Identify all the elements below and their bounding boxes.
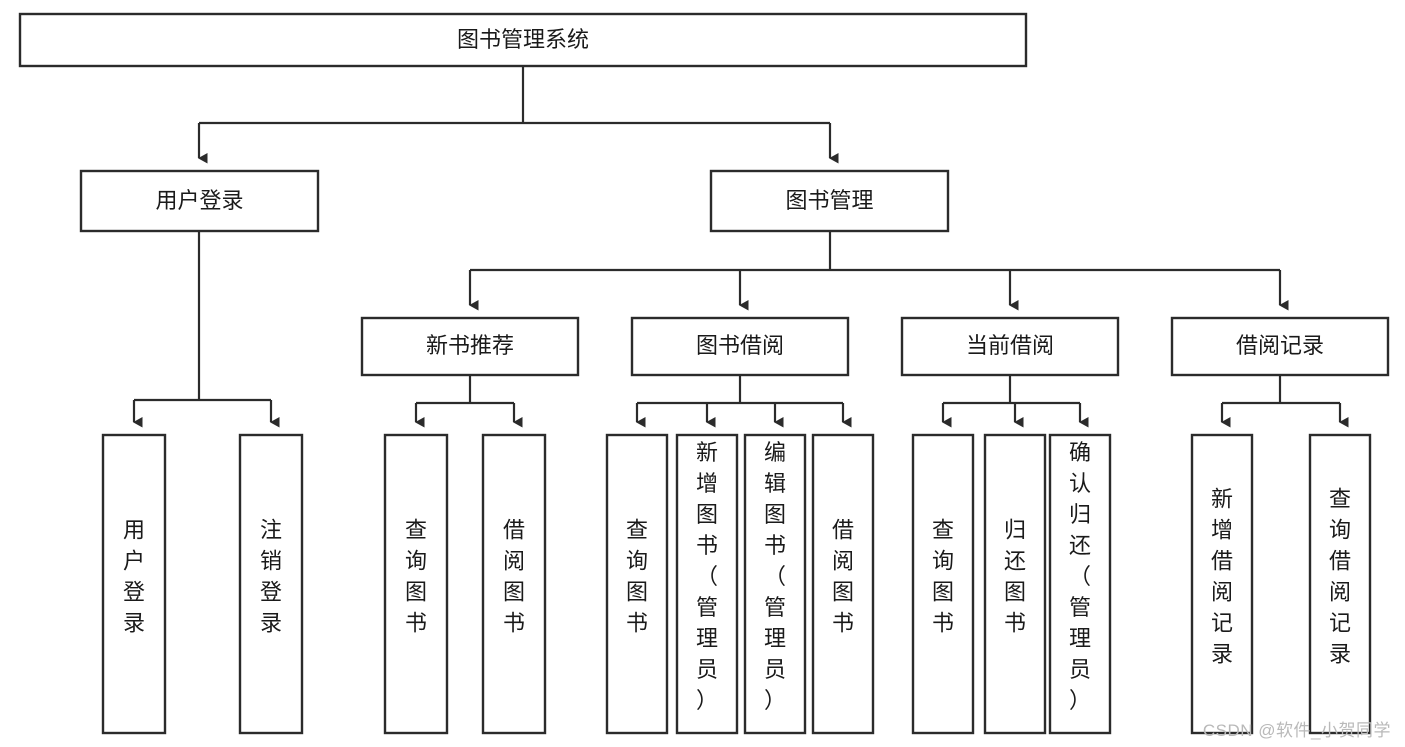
connector-group-user-login <box>132 231 280 428</box>
leaf-query-book-3-label: 查询图书 <box>932 518 954 636</box>
leaf-edit-book-admin-label: 编辑图书（管理员） <box>764 440 786 713</box>
connector-group-borrow-record <box>1220 375 1349 428</box>
node-book-borrow[interactable]: 图书借阅 <box>630 316 850 377</box>
node-user-login-label: 用户登录 <box>155 188 243 213</box>
leaf-edit-book-admin-box[interactable] <box>743 433 807 735</box>
leaf-edit-book-admin[interactable]: 编辑图书（管理员） <box>743 433 807 735</box>
leaf-query-borrow-record-label: 查询借阅记录 <box>1329 487 1351 667</box>
leaf-query-book-2-label: 查询图书 <box>626 518 648 636</box>
leaf-add-borrow-record-box[interactable] <box>1190 433 1254 735</box>
node-user-login[interactable]: 用户登录 <box>79 169 320 233</box>
leaf-add-book-admin-label: 新增图书（管理员） <box>696 440 718 713</box>
leaf-user-logout[interactable]: 注销登录 <box>238 433 304 735</box>
node-root-system[interactable]: 图书管理系统 <box>18 12 1028 68</box>
leaf-user-login-box[interactable] <box>101 433 167 735</box>
leaf-borrow-book-2-box[interactable] <box>811 433 875 735</box>
node-book-borrow-label: 图书借阅 <box>696 333 784 358</box>
leaf-add-borrow-record[interactable]: 新增借阅记录 <box>1190 433 1254 735</box>
leaf-borrow-book-1-label: 借阅图书 <box>503 518 525 636</box>
leaf-query-borrow-record-box[interactable] <box>1308 433 1372 735</box>
leaf-query-borrow-record[interactable]: 查询借阅记录 <box>1308 433 1372 735</box>
leaf-return-book[interactable]: 归还图书 <box>983 433 1047 735</box>
leaf-query-book-1[interactable]: 查询图书 <box>383 433 449 735</box>
node-current-borrow[interactable]: 当前借阅 <box>900 316 1120 377</box>
node-new-book-recommend[interactable]: 新书推荐 <box>360 316 580 377</box>
leaf-add-book-admin-box[interactable] <box>675 433 739 735</box>
leaf-borrow-book-2[interactable]: 借阅图书 <box>811 433 875 735</box>
node-new-book-recommend-label: 新书推荐 <box>426 333 514 358</box>
node-current-borrow-label: 当前借阅 <box>966 333 1054 358</box>
leaf-confirm-return-admin-label: 确认归还（管理员） <box>1069 440 1091 713</box>
leaf-user-login[interactable]: 用户登录 <box>101 433 167 735</box>
leaf-add-book-admin[interactable]: 新增图书（管理员） <box>675 433 739 735</box>
leaf-user-logout-label: 注销登录 <box>260 518 282 636</box>
leaf-query-book-3-box[interactable] <box>911 433 975 735</box>
leaf-borrow-book-1[interactable]: 借阅图书 <box>481 433 547 735</box>
leaf-confirm-return-admin-box[interactable] <box>1048 433 1112 735</box>
node-borrow-record[interactable]: 借阅记录 <box>1170 316 1390 377</box>
node-new-book-recommend-box[interactable] <box>360 316 580 377</box>
node-borrow-record-box[interactable] <box>1170 316 1390 377</box>
leaf-borrow-book-1-box[interactable] <box>481 433 547 735</box>
node-book-manage[interactable]: 图书管理 <box>709 169 950 233</box>
node-current-borrow-box[interactable] <box>900 316 1120 377</box>
leaf-query-book-2[interactable]: 查询图书 <box>605 433 669 735</box>
node-root-system-label: 图书管理系统 <box>457 27 589 52</box>
leaf-query-book-3[interactable]: 查询图书 <box>911 433 975 735</box>
node-root-system-box[interactable] <box>18 12 1028 68</box>
leaf-user-logout-box[interactable] <box>238 433 304 735</box>
leaf-query-book-1-box[interactable] <box>383 433 449 735</box>
connector-group-book-manage <box>468 231 1289 311</box>
leaf-add-borrow-record-label: 新增借阅记录 <box>1211 487 1233 667</box>
csdn-watermark: CSDN @软件_小贺同学 <box>1202 721 1391 740</box>
node-book-borrow-box[interactable] <box>630 316 850 377</box>
leaf-query-book-1-label: 查询图书 <box>405 518 427 636</box>
leaf-return-book-box[interactable] <box>983 433 1047 735</box>
leaf-query-book-2-box[interactable] <box>605 433 669 735</box>
leaf-borrow-book-2-label: 借阅图书 <box>832 518 854 636</box>
node-book-manage-label: 图书管理 <box>785 188 873 213</box>
leaf-user-login-label: 用户登录 <box>123 518 145 636</box>
node-user-login-box[interactable] <box>79 169 320 233</box>
connector-group-new-book-recommend <box>414 375 523 428</box>
connector-group-book-borrow <box>635 375 852 428</box>
connector-group-current-borrow <box>941 375 1089 428</box>
connector-group-root <box>197 66 839 164</box>
node-borrow-record-label: 借阅记录 <box>1236 333 1324 358</box>
node-book-manage-box[interactable] <box>709 169 950 233</box>
leaf-confirm-return-admin[interactable]: 确认归还（管理员） <box>1048 433 1112 735</box>
leaf-return-book-label: 归还图书 <box>1004 518 1026 636</box>
